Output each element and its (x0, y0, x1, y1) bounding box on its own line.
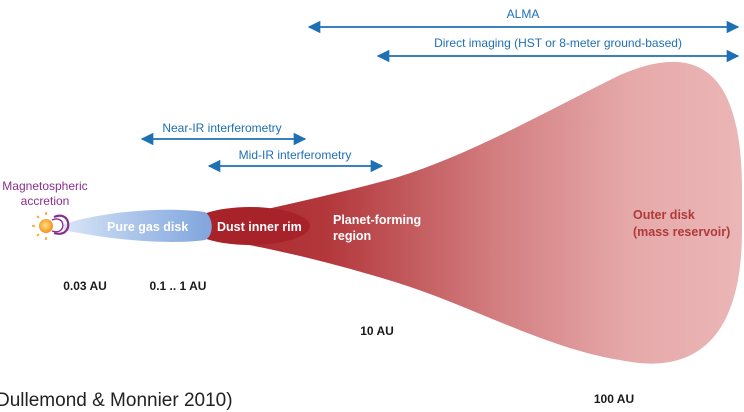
magnetospheric-label-line1: Magnetospheric (2, 179, 87, 193)
distance-label: 0.03 AU (63, 279, 107, 293)
near-ir-label: Near-IR interferometry (162, 121, 281, 135)
outer-disk-label-line1: Outer disk (633, 208, 695, 222)
magnetosphere-loop (53, 214, 70, 235)
gas-disk-shape (64, 209, 212, 242)
citation-text: Dullemond & Monnier 2010) (0, 390, 233, 411)
direct-imaging-label: Direct imaging (HST or 8-meter ground-ba… (434, 36, 682, 50)
planet-forming-label-line1: Planet-forming (333, 213, 421, 227)
planet-forming-label-line2: region (333, 229, 371, 243)
star-rays-icon (32, 212, 47, 240)
magnetosphere-loop-inner (51, 218, 64, 233)
distance-label: 10 AU (360, 324, 394, 338)
alma-label: ALMA (507, 7, 540, 21)
distance-label: 100 AU (594, 392, 634, 406)
distance-label: 0.1 .. 1 AU (150, 279, 207, 293)
pure-gas-disk-label: Pure gas disk (107, 220, 188, 234)
outer-disk-label-line2: (mass reservoir) (633, 225, 730, 239)
mid-ir-label: Mid-IR interferometry (239, 148, 352, 162)
star-icon (39, 219, 53, 233)
dust-inner-rim-shape (190, 207, 310, 245)
outer-disk-shape (206, 61, 742, 364)
magnetospheric-label-line2: accretion (21, 194, 70, 208)
dust-inner-rim-label: Dust inner rim (217, 220, 302, 234)
